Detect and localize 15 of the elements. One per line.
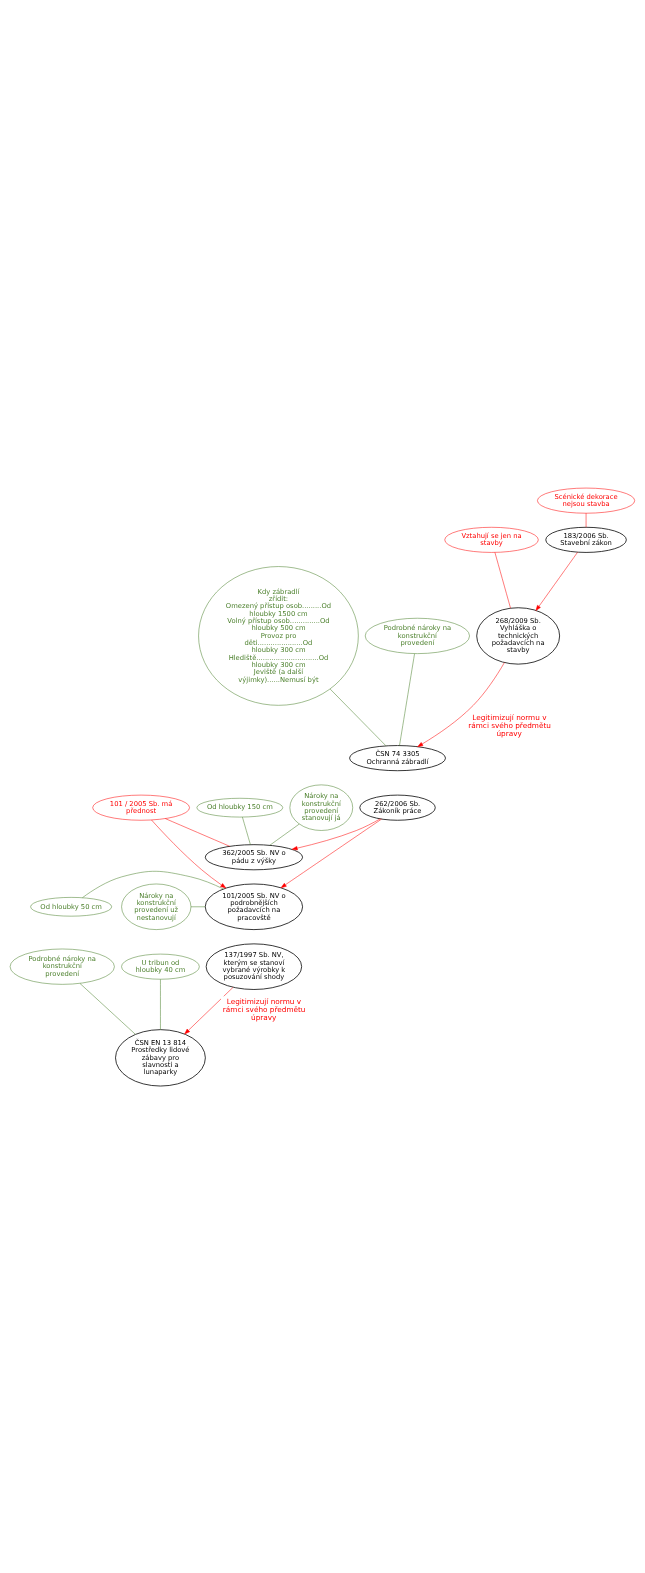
- connector: [269, 823, 300, 845]
- arrow: [184, 986, 234, 1034]
- arrow: [417, 661, 505, 747]
- arrow: [280, 818, 382, 888]
- connector: [399, 653, 415, 746]
- connector: [190, 906, 206, 907]
- connector: [82, 870, 224, 898]
- connector: [242, 816, 251, 845]
- connector: [329, 688, 387, 746]
- arrow: [535, 551, 578, 611]
- arrow: [291, 818, 381, 850]
- connector: [165, 817, 230, 847]
- arrow: [151, 819, 227, 888]
- connector: [79, 982, 136, 1035]
- connector: [160, 978, 161, 1030]
